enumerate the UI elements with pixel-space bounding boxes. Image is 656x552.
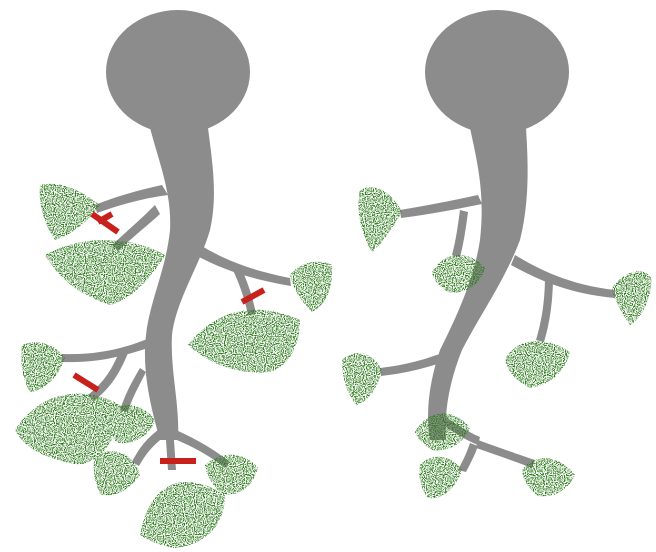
branch-after-8 bbox=[476, 440, 535, 468]
leaf-cluster-before-1 bbox=[40, 184, 100, 240]
leaf-cluster-after-8 bbox=[522, 458, 575, 496]
branch-after-2 bbox=[452, 210, 468, 257]
branch-after-3 bbox=[511, 255, 615, 298]
leaf-cluster-before-9 bbox=[140, 482, 225, 548]
branch-after-9 bbox=[458, 443, 478, 472]
leaf-cluster-before-5 bbox=[21, 342, 65, 392]
canopy-head-after bbox=[425, 10, 569, 134]
cut-mark-3 bbox=[74, 375, 98, 390]
leaf-cluster-after-7 bbox=[419, 457, 462, 498]
leaf-cluster-after-6 bbox=[415, 413, 470, 450]
tree-after bbox=[342, 10, 652, 498]
branch-after-4 bbox=[536, 275, 553, 342]
branch-before-5 bbox=[62, 338, 154, 362]
canopy-head-before bbox=[106, 10, 250, 134]
tree-before bbox=[15, 10, 332, 548]
leaf-cluster-before-8 bbox=[94, 451, 140, 495]
branch-before-10 bbox=[166, 440, 176, 470]
leaf-cluster-after-3 bbox=[612, 271, 652, 325]
trunk-stem-before bbox=[145, 128, 214, 440]
leaf-cluster-after-5 bbox=[342, 353, 382, 405]
branch-after-1 bbox=[400, 195, 482, 218]
leaf-cluster-before-2 bbox=[45, 240, 165, 305]
leaf-cluster-after-4 bbox=[505, 341, 570, 388]
cut-mark-5 bbox=[98, 214, 112, 222]
trunk-after bbox=[380, 10, 615, 472]
leaf-cluster-before-3 bbox=[290, 262, 332, 312]
leaf-cluster-before-4 bbox=[188, 310, 300, 373]
leaf-cluster-after-1 bbox=[359, 187, 403, 252]
